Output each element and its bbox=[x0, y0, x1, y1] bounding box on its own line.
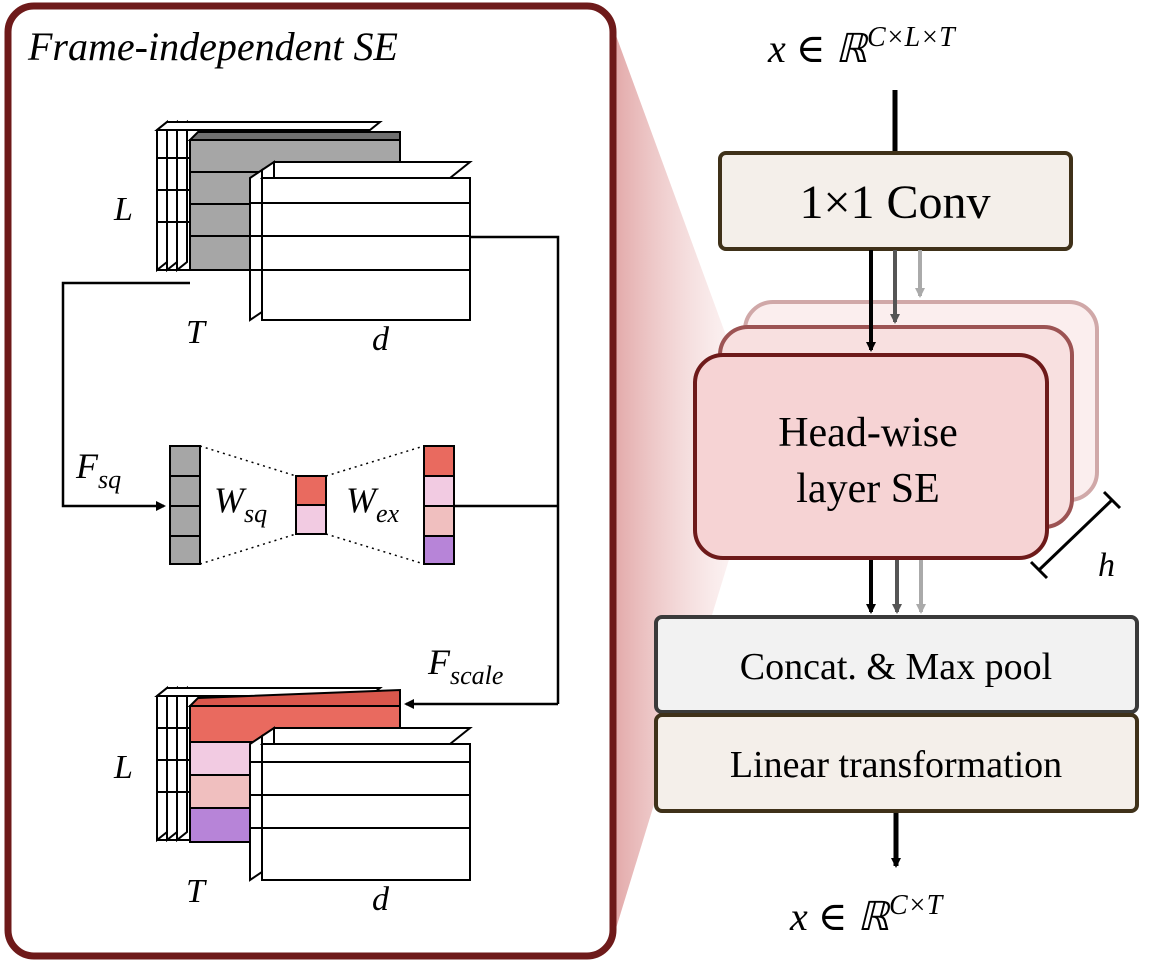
head-block-front bbox=[693, 353, 1049, 560]
label-T-bottom: T bbox=[186, 873, 207, 910]
linear-label: Linear transformation bbox=[730, 744, 1062, 786]
f-sq-label: Fsq bbox=[75, 446, 121, 494]
head-label-line1: Head-wise bbox=[778, 410, 958, 456]
bottom-white-feature-stack bbox=[249, 726, 473, 882]
label-d-bottom: d bbox=[372, 881, 390, 918]
w-ex-label: Wex bbox=[346, 480, 400, 528]
label-d-top: d bbox=[372, 321, 390, 358]
squeeze-vector bbox=[169, 445, 201, 565]
skip-path bbox=[470, 235, 560, 704]
conv-label: 1×1 Conv bbox=[799, 176, 990, 229]
head-label-line2: layer SE bbox=[796, 466, 939, 512]
bottleneck-vector bbox=[295, 475, 327, 535]
w-sq-label: Wsq bbox=[214, 480, 267, 528]
bottleneck-dotted-lines bbox=[199, 445, 425, 565]
f-scale-label: Fscale bbox=[427, 642, 503, 690]
input-shape-label: x ∈ ℝC×L×T bbox=[767, 22, 957, 71]
excitation-vector bbox=[423, 445, 455, 565]
concat-block bbox=[654, 615, 1139, 714]
zoom-connector bbox=[614, 30, 735, 935]
top-white-feature-stack bbox=[249, 160, 473, 322]
head-count-label: h bbox=[1098, 547, 1115, 584]
conv-block bbox=[718, 151, 1073, 251]
label-L-bottom: L bbox=[113, 749, 133, 786]
stack-depth-slices-bottom bbox=[154, 685, 383, 843]
head-count-bracket bbox=[1029, 490, 1122, 580]
output-shape-label: x ∈ ℝC×T bbox=[789, 890, 945, 939]
linear-block bbox=[654, 713, 1139, 813]
label-T-top: T bbox=[186, 314, 207, 351]
squeeze-path bbox=[61, 281, 190, 511]
left-panel-title: Frame-independent SE bbox=[27, 24, 398, 69]
concat-label: Concat. & Max pool bbox=[740, 646, 1052, 688]
label-L-top: L bbox=[113, 191, 133, 228]
